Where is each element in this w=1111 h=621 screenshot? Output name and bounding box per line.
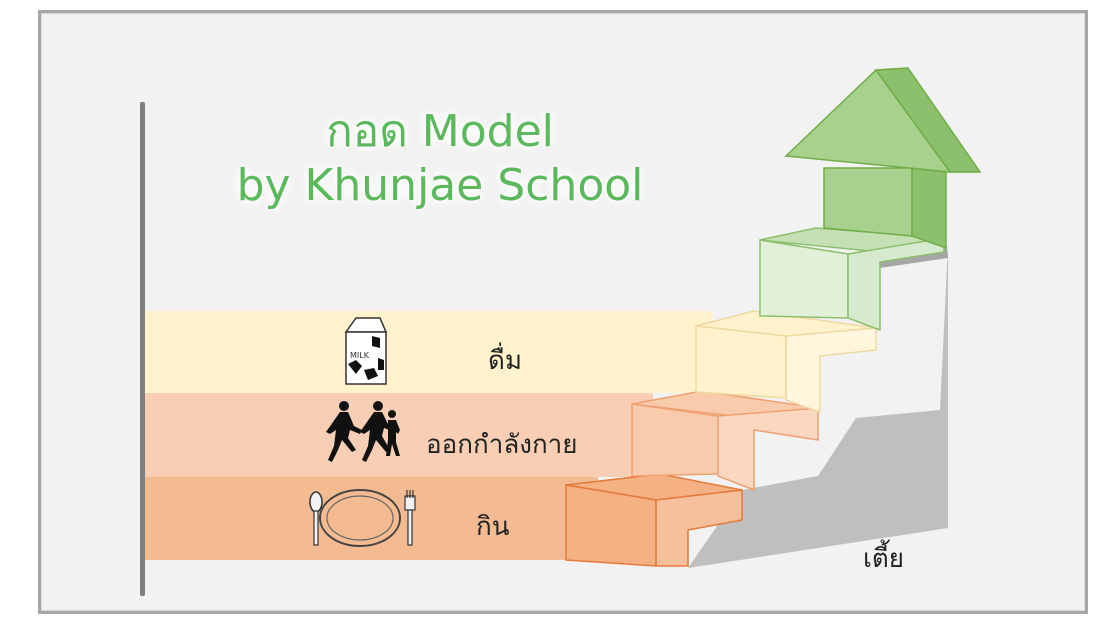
height-axis bbox=[140, 102, 145, 596]
step-drink-side bbox=[785, 327, 877, 414]
band-exercise bbox=[143, 393, 653, 477]
title-line-2: by Khunjae School bbox=[236, 160, 644, 211]
step-exercise-side bbox=[717, 407, 819, 492]
step-exercise-front bbox=[631, 403, 719, 477]
step-drink-front bbox=[695, 325, 787, 399]
arrow-stem-side bbox=[911, 167, 947, 250]
svg-text:MILK: MILK bbox=[350, 351, 370, 360]
running-kids-icon bbox=[326, 401, 400, 462]
milk-carton-icon: MILK bbox=[344, 317, 388, 385]
title-line-1: กอด Model bbox=[326, 106, 554, 157]
step-top-front bbox=[759, 239, 849, 319]
step-label-exercise: ออกกำลังกาย bbox=[426, 430, 578, 460]
arrow-head-side bbox=[874, 67, 982, 173]
band-drink bbox=[143, 311, 713, 393]
height-label-short: เตี้ย bbox=[863, 544, 905, 574]
arrow-stem bbox=[823, 167, 913, 237]
step-label-eat: กิน bbox=[476, 512, 510, 542]
step-top-side bbox=[847, 237, 945, 332]
plate-spoon-fork-icon bbox=[309, 489, 416, 547]
stair-shadow bbox=[688, 245, 948, 568]
band-eat bbox=[143, 477, 598, 560]
step-eat-front bbox=[565, 484, 657, 567]
step-label-drink: ดื่ม bbox=[488, 346, 523, 376]
step-eat-side bbox=[655, 489, 743, 567]
